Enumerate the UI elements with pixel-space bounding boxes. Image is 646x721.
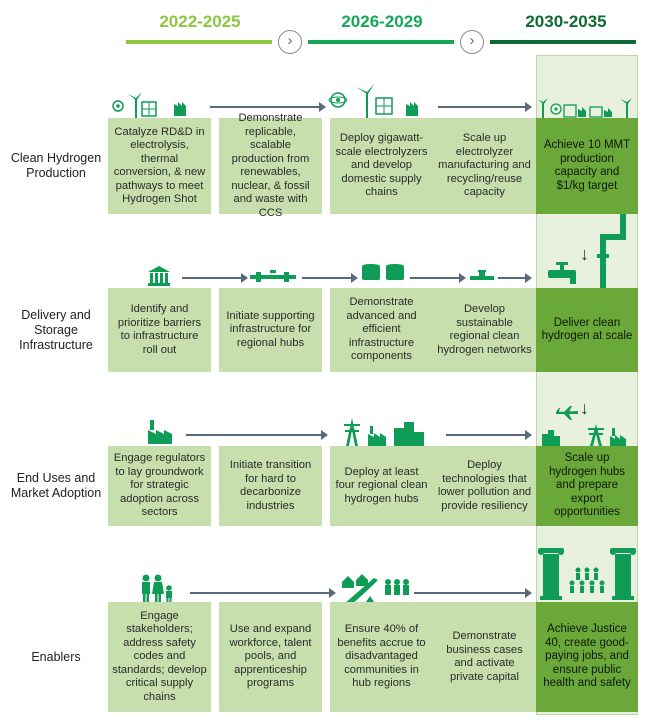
timeline-arrow — [190, 588, 336, 598]
roadmap-box: Catalyze RD&D in electrolysis, thermal c… — [108, 118, 211, 214]
roadmap-box: Demonstrate replicable, scalable product… — [219, 112, 322, 219]
phase-label-2026-2029: 2026-2029 — [341, 12, 423, 31]
city-powerline-factory-icon — [540, 424, 632, 446]
timeline-arrow — [182, 273, 248, 283]
roadmap-box: Develop sustainable regional clean hydro… — [433, 288, 536, 372]
phase-label-2030-2035: 2030-2035 — [525, 12, 607, 31]
timeline-arrow — [210, 102, 326, 112]
timeline-arrow — [498, 273, 532, 283]
down-arrow-icon: ↓ — [580, 398, 589, 418]
community-road-icon — [340, 572, 410, 604]
pipeline-valve-icon — [250, 270, 296, 284]
roadmap-box: Initiate transition for hard to decarbon… — [219, 446, 322, 526]
pipeline-connector-icon — [596, 214, 636, 290]
phase-bar-2022-2025 — [126, 40, 272, 44]
powerline-factory-city-icon — [344, 418, 426, 446]
airplane-icon — [556, 406, 578, 420]
roadmap-box-final: Achieve 10 MMT production capacity and $… — [536, 118, 638, 214]
row-label-enablers: Enablers — [31, 649, 81, 664]
storage-tanks-icon — [362, 264, 404, 282]
timeline-arrow — [410, 273, 466, 283]
timeline-arrow — [186, 430, 328, 440]
roadmap-box: Deploy technologies that lower pollution… — [433, 446, 536, 526]
phase-label-2022-2025: 2022-2025 — [159, 12, 241, 31]
family-icon — [140, 574, 174, 604]
chevron-right-icon: › — [278, 30, 302, 54]
row-label-clean-hydrogen-production: Clean Hydrogen Production — [10, 151, 102, 180]
timeline-arrow — [446, 430, 532, 440]
phase-bar-2030-2035 — [490, 40, 636, 44]
nuclear-windmill-solar-factory-icon — [326, 84, 430, 118]
roadmap-box: Engage stakeholders; address safety code… — [108, 602, 211, 712]
roadmap-box: Demonstrate advanced and efficient infra… — [330, 288, 433, 372]
pipe-valve-icon — [470, 270, 494, 284]
row-label-delivery-storage: Delivery and Storage Infrastructure — [19, 307, 93, 352]
roadmap-box: Ensure 40% of benefits accrue to disadva… — [330, 602, 433, 712]
roadmap-box: Initiate supporting infrastructure for r… — [219, 288, 322, 372]
faucet-icon — [548, 262, 580, 286]
roadmap-box: Identify and prioritize barriers to infr… — [108, 288, 211, 372]
roadmap-box: Scale up electrolyzer manufacturing and … — [433, 118, 536, 214]
roadmap-box-final: Scale up hydrogen hubs and prepare expor… — [536, 446, 638, 526]
timeline-arrow — [302, 273, 358, 283]
roadmap-box: Deploy gigawatt-scale electrolyzers and … — [330, 118, 433, 214]
bank-building-icon — [148, 266, 170, 286]
down-arrow-icon: ↓ — [580, 244, 589, 264]
factory-windmill-icon — [108, 92, 198, 118]
timeline-arrow — [414, 588, 532, 598]
phase-bar-2026-2029 — [308, 40, 454, 44]
columns-people-icon — [538, 548, 636, 600]
roadmap-box: Use and expand workforce, talent pools, … — [219, 602, 322, 712]
factory-icon — [148, 420, 176, 444]
timeline-arrow — [438, 102, 532, 112]
roadmap-box: Demonstrate business cases and activate … — [433, 602, 536, 712]
roadmap-box: Deploy at least four regional clean hydr… — [330, 446, 433, 526]
energy-mix-icon — [538, 98, 636, 118]
row-label-end-uses-market-adoption: End Uses and Market Adoption — [10, 471, 102, 500]
roadmap-box-final: Achieve Justice 40, create good-paying j… — [536, 602, 638, 712]
roadmap-box: Engage regulators to lay groundwork for … — [108, 446, 211, 526]
roadmap-box-final: Deliver clean hydrogen at scale — [536, 288, 638, 372]
chevron-right-icon: › — [460, 30, 484, 54]
